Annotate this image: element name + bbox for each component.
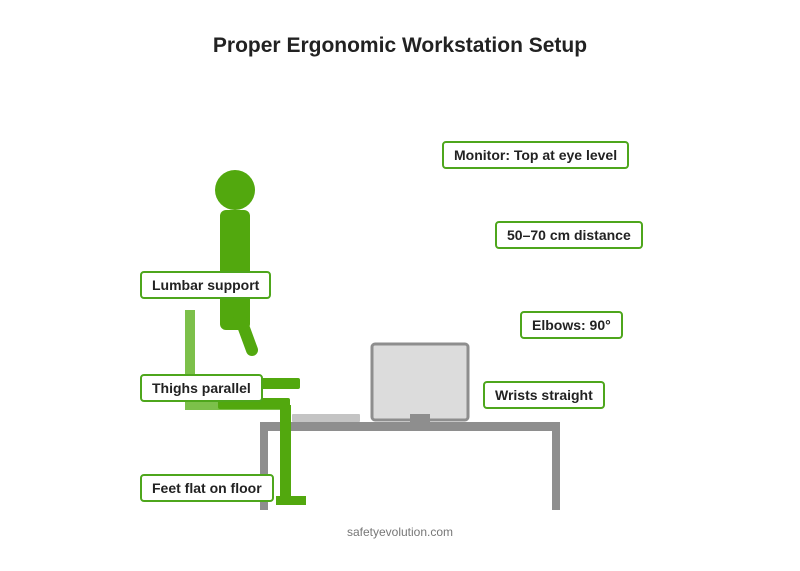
source-footer: safetyevolution.com — [346, 525, 454, 539]
monitor — [370, 342, 470, 422]
keyboard — [292, 414, 360, 422]
desk — [260, 422, 560, 510]
figure-head — [215, 170, 255, 210]
figure-foot — [276, 496, 306, 505]
seated-figure — [215, 170, 306, 505]
figure-forearm — [260, 378, 300, 389]
lumbar-callout: Lumbar support — [140, 271, 272, 299]
feet-callout: Feet flat on floor — [140, 474, 274, 502]
figure-upper-arm — [232, 306, 258, 356]
elbows-callout: Elbows: 90° — [520, 311, 623, 339]
thighs-callout: Thighs parallel — [140, 374, 263, 402]
distance-callout: 50–70 cm distance — [495, 221, 643, 249]
diagram-title: Proper Ergonomic Workstation Setup — [212, 34, 588, 57]
wrists-callout: Wrists straight — [483, 381, 605, 409]
figure-torso — [220, 210, 250, 330]
monitor-stand — [410, 414, 430, 422]
desk-top — [260, 422, 560, 431]
monitor-screen — [370, 342, 470, 422]
figure-lower-leg — [280, 405, 291, 500]
chair-backrest — [185, 310, 195, 408]
monitor-callout: Monitor: Top at eye level — [442, 141, 630, 169]
desk-leg-right — [552, 430, 560, 510]
desk-leg-left — [260, 430, 268, 510]
